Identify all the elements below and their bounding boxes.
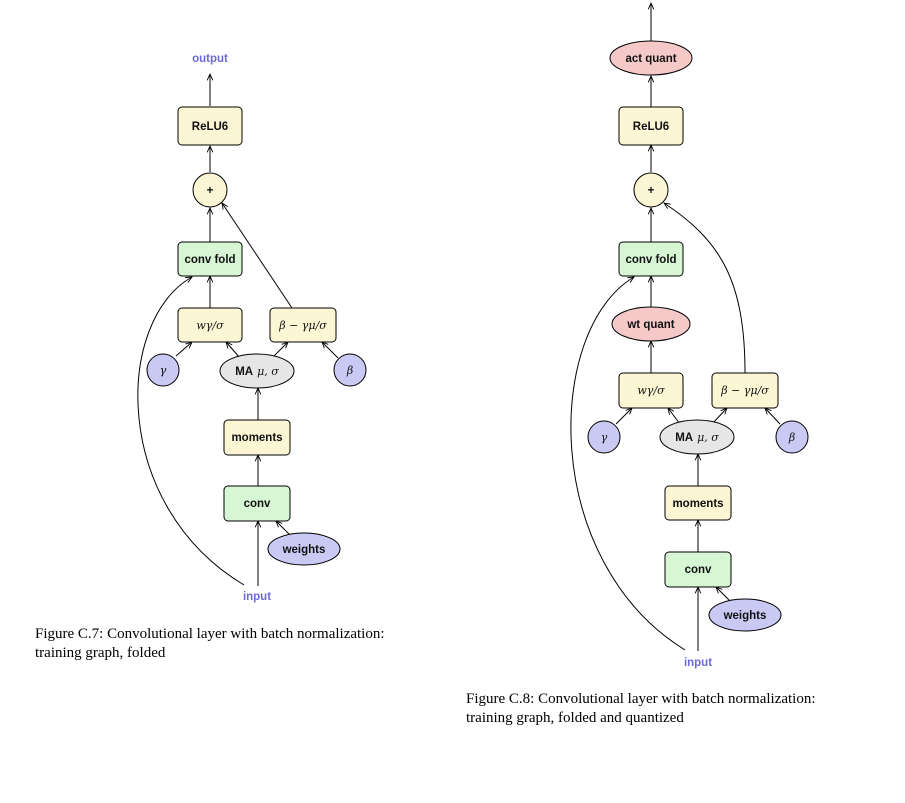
fig2-input-label: input — [684, 657, 712, 669]
figure-c7-caption-line2: training graph, folded — [35, 645, 166, 661]
fig1-bgm-label: β − γμ/σ — [278, 319, 327, 332]
edge-beta-bgm — [765, 408, 781, 425]
fig2-plus-node: + — [633, 172, 669, 208]
fig1-relu-node: ReLU6 — [177, 106, 243, 146]
fig1-conv-node: conv — [223, 485, 291, 522]
figure-c8-caption: Figure C.8: Convolutional layer with bat… — [466, 690, 886, 728]
edge-weights-conv — [276, 521, 291, 536]
fig2-moments-label: moments — [672, 498, 723, 510]
fig2-wtquant-node: wt quant — [611, 306, 691, 342]
edge-beta-bgm — [322, 342, 339, 359]
edge-ma-wgs — [226, 342, 241, 359]
fig2-plus-label: + — [648, 185, 655, 197]
figure-c8: act quant ReLU6 + conv fold wt quant wγ/… — [570, 3, 809, 669]
fig1-weights-node: weights — [267, 532, 341, 566]
fig2-bgm-label: β − γμ/σ — [720, 384, 769, 397]
fig2-beta-node: β — [775, 420, 809, 454]
fig1-convfold-label: conv fold — [184, 254, 235, 266]
figure-c7-caption-line1: Figure C.7: Convolutional layer with bat… — [35, 626, 385, 642]
edge-input-convfold — [137, 277, 245, 586]
edge-weights-conv — [716, 587, 731, 602]
fig1-output-label: output — [192, 53, 228, 65]
edge-ma-bgm — [271, 342, 288, 359]
fig2-convfold-node: conv fold — [618, 241, 684, 277]
fig1-moments-node: moments — [223, 419, 291, 456]
fig2-gamma-label: γ — [601, 431, 608, 444]
fig2-conv-node: conv — [664, 551, 732, 588]
fig1-conv-label: conv — [244, 498, 271, 510]
fig2-wgs-label: wγ/σ — [637, 384, 665, 397]
fig1-gamma-node: γ — [146, 353, 180, 387]
fig2-edges — [570, 3, 781, 651]
fig1-wgs-label: wγ/σ — [196, 319, 224, 332]
fig2-weights-label: weights — [723, 610, 767, 622]
edge-ma-bgm — [711, 408, 727, 425]
fig1-input-label: input — [243, 591, 271, 603]
fig2-beta-label: β — [788, 431, 795, 444]
edge-input-convfold — [570, 277, 686, 651]
fig2-wgs-node: wγ/σ — [618, 372, 684, 409]
fig1-beta-label: β — [346, 364, 353, 377]
fig2-convfold-label: conv fold — [625, 254, 676, 266]
fig2-actquant-node: act quant — [609, 40, 693, 76]
figure-c8-caption-line1: Figure C.8: Convolutional layer with bat… — [466, 691, 816, 707]
fig1-wgs-node: wγ/σ — [177, 307, 243, 343]
fig2-gamma-node: γ — [587, 420, 621, 454]
fig2-moments-node: moments — [664, 485, 732, 521]
fig1-beta-node: β — [333, 353, 367, 387]
edge-gamma-wgs — [615, 408, 632, 425]
fig1-convfold-node: conv fold — [177, 241, 243, 277]
fig2-weights-node: weights — [708, 598, 782, 632]
fig1-moments-label: moments — [231, 432, 282, 444]
fig2-actquant-label: act quant — [625, 53, 676, 65]
fig1-relu-label: ReLU6 — [192, 121, 228, 133]
figure-c7: output ReLU6 + conv fold wγ/σ β − γμ/σ — [137, 53, 367, 603]
fig1-bgm-node: β − γμ/σ — [269, 307, 337, 343]
figure-c8-caption-line2: training graph, folded and quantized — [466, 710, 684, 726]
fig2-bgm-node: β − γμ/σ — [711, 372, 779, 409]
fig2-relu-node: ReLU6 — [618, 106, 684, 146]
edge-bgm-plus — [222, 203, 293, 309]
edge-gamma-wgs — [175, 342, 192, 357]
fig1-plus-label: + — [207, 185, 214, 197]
fig1-plus-node: + — [192, 172, 228, 208]
fig1-gamma-label: γ — [160, 364, 167, 377]
fig1-edges — [137, 74, 339, 586]
edge-bgm-plus — [664, 203, 746, 374]
fig1-weights-label: weights — [282, 544, 326, 556]
fig2-relu-label: ReLU6 — [633, 121, 669, 133]
fig2-wtquant-label: wt quant — [626, 319, 674, 331]
figure-c7-caption: Figure C.7: Convolutional layer with bat… — [35, 625, 455, 663]
edge-ma-wgs — [668, 408, 681, 425]
fig2-conv-label: conv — [685, 564, 712, 576]
